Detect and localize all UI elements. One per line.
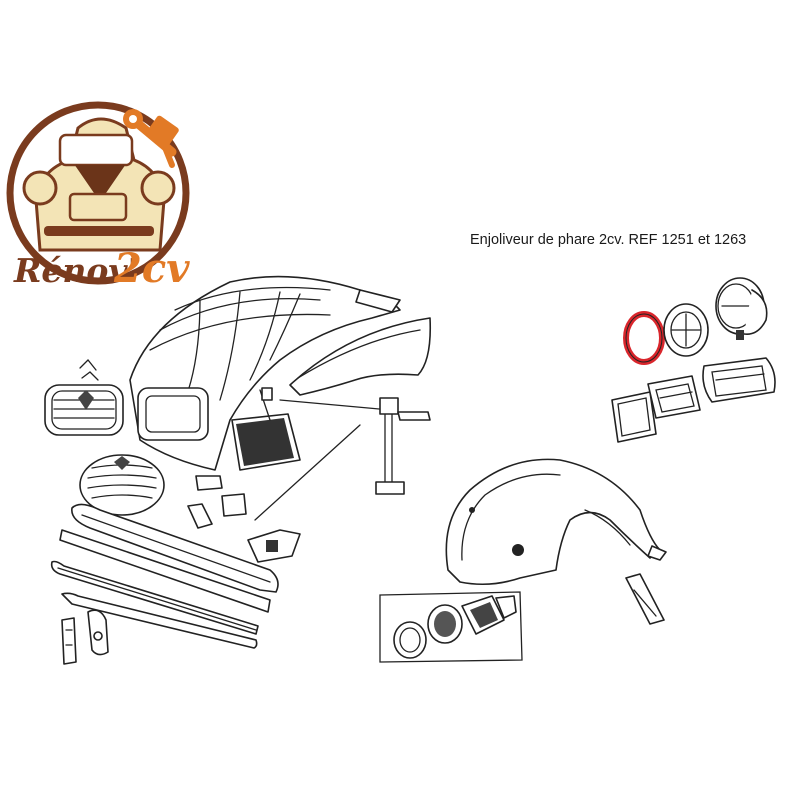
- logo-windscreen: [58, 133, 134, 167]
- headlight-lens-round: [663, 303, 709, 357]
- logo-headlight-right: [140, 170, 176, 206]
- tail-light-parts-box: [379, 591, 523, 663]
- piston-icon: [147, 115, 179, 168]
- logo-bumper: [44, 226, 154, 236]
- logo-headlight-left: [22, 170, 58, 206]
- inner-wing-panel: [231, 413, 301, 471]
- headlight-unit-round: [715, 277, 768, 340]
- support-rods: [254, 387, 431, 521]
- logo-grille: [68, 192, 128, 222]
- headlight-lens-square: [647, 375, 701, 419]
- headlight-rim-highlighted: [623, 311, 665, 365]
- renov-2cv-logo: Rénov' 2cv: [6, 101, 190, 292]
- chevron-badge-icon: [78, 390, 94, 410]
- bonnet: [129, 275, 401, 471]
- headlight-rim-square: [611, 391, 657, 443]
- logo-brand-accent: 2cv: [113, 245, 190, 292]
- part-caption: Enjoliveur de phare 2cv. REF 1251 et 126…: [470, 232, 747, 248]
- rear-wing: [445, 458, 667, 586]
- logo-brand-main: Rénov': [13, 251, 138, 290]
- bumper-assembly: [50, 503, 279, 649]
- grille-lower: [79, 454, 165, 516]
- grille-upper: [44, 359, 124, 436]
- front-wing: [289, 317, 432, 396]
- small-brackets: [187, 475, 301, 563]
- rear-bracket: [625, 573, 665, 625]
- headlight-unit-square: [702, 357, 776, 403]
- bumper-overriders: [61, 609, 109, 665]
